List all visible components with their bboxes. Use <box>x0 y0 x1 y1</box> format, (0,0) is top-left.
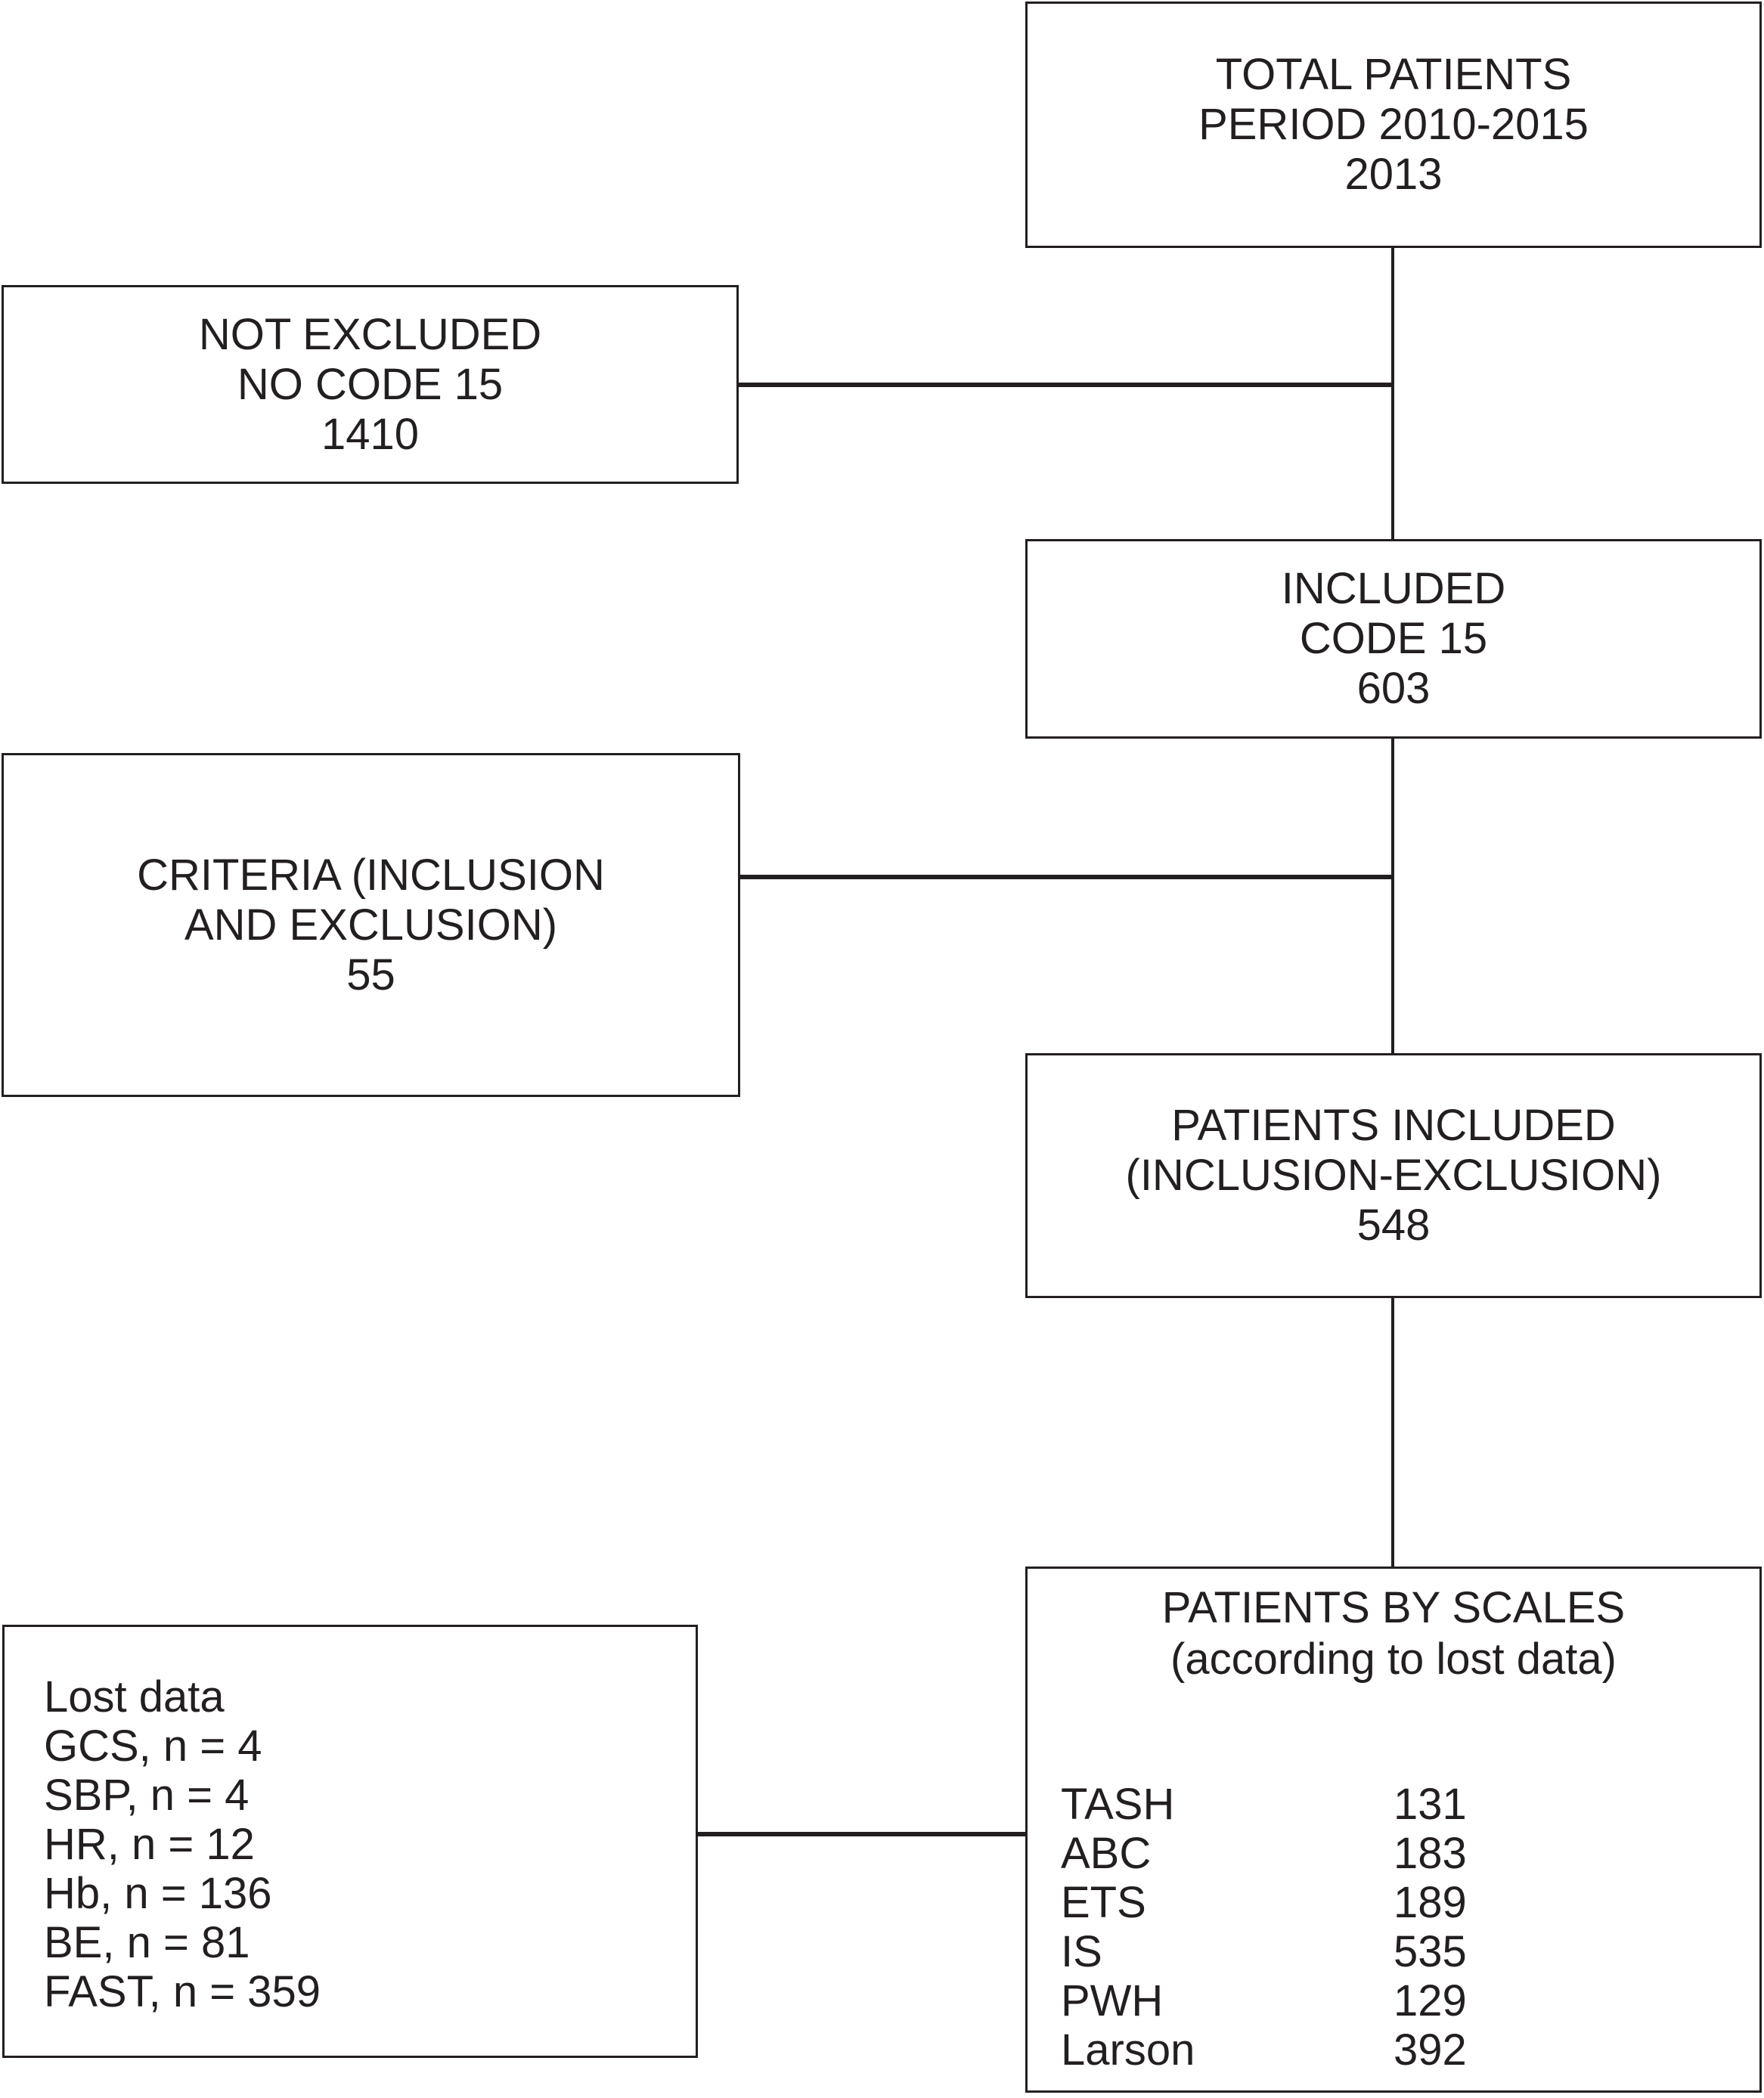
scale-row-pwh: PWH 129 <box>1061 1976 1759 2025</box>
scale-label: IS <box>1061 1927 1102 1976</box>
lost-data-item-gcs: GCS, n = 4 <box>44 1721 262 1771</box>
included-count: 603 <box>1356 664 1431 713</box>
total-patients-line-2: PERIOD 2010-2015 <box>1198 100 1589 149</box>
scale-row-tash: TASH 131 <box>1061 1780 1759 1829</box>
scale-label: ETS <box>1061 1878 1146 1927</box>
total-patients-line-1: TOTAL PATIENTS <box>1215 50 1572 99</box>
scale-label: ABC <box>1061 1829 1152 1878</box>
patients-included-line-1: PATIENTS INCLUDED <box>1171 1101 1616 1150</box>
included-line-1: INCLUDED <box>1281 564 1506 613</box>
lost-data-item-fast: FAST, n = 359 <box>44 1967 321 2016</box>
patients-by-scales-title-line-2: (according to lost data) <box>1170 1635 1617 1684</box>
box-criteria: CRITERIA (INCLUSION AND EXCLUSION) 55 <box>2 753 740 1097</box>
scale-label: Larson <box>1061 2025 1195 2075</box>
scale-label: PWH <box>1061 1976 1164 2025</box>
scale-label: TASH <box>1061 1780 1175 1829</box>
patients-by-scales-title-line-1: PATIENTS BY SCALES <box>1161 1583 1626 1632</box>
scale-row-is: IS 535 <box>1061 1927 1759 1976</box>
connector-lost-data <box>698 1832 1028 1836</box>
scale-row-abc: ABC 183 <box>1061 1829 1759 1878</box>
connector-trunk-top <box>1391 248 1394 541</box>
not-excluded-line-1: NOT EXCLUDED <box>198 309 542 359</box>
lost-data-title: Lost data <box>44 1672 225 1721</box>
patients-included-line-2: (INCLUSION-EXCLUSION) <box>1125 1151 1662 1200</box>
box-total-patients: TOTAL PATIENTS PERIOD 2010-2015 2013 <box>1025 2 1762 248</box>
patients-included-count: 548 <box>1356 1201 1431 1250</box>
scale-value: 131 <box>1394 1780 1467 1829</box>
box-included: INCLUDED CODE 15 603 <box>1025 539 1762 739</box>
lost-data-item-be: BE, n = 81 <box>44 1918 250 1967</box>
box-not-excluded: NOT EXCLUDED NO CODE 15 1410 <box>2 285 739 484</box>
box-patients-by-scales: PATIENTS BY SCALES (according to lost da… <box>1025 1567 1762 2093</box>
scale-row-larson: Larson 392 <box>1061 2025 1759 2075</box>
not-excluded-count: 1410 <box>321 409 420 459</box>
scale-value: 189 <box>1394 1878 1467 1927</box>
lost-data-item-hr: HR, n = 12 <box>44 1820 255 1869</box>
included-line-2: CODE 15 <box>1299 614 1488 663</box>
connector-not-excluded <box>739 383 1394 387</box>
patients-by-scales-title: PATIENTS BY SCALES (according to lost da… <box>1028 1569 1759 1685</box>
lost-data-item-hb: Hb, n = 136 <box>44 1869 272 1918</box>
not-excluded-line-2: NO CODE 15 <box>237 359 504 409</box>
scale-value: 392 <box>1394 2025 1467 2075</box>
box-patients-included: PATIENTS INCLUDED (INCLUSION-EXCLUSION) … <box>1025 1053 1762 1298</box>
scale-value: 129 <box>1394 1976 1467 2025</box>
total-patients-count: 2013 <box>1344 150 1443 199</box>
connector-criteria <box>740 875 1394 879</box>
box-lost-data: Lost data GCS, n = 4 SBP, n = 4 HR, n = … <box>2 1625 698 2058</box>
lost-data-item-sbp: SBP, n = 4 <box>44 1771 250 1820</box>
criteria-line-2: AND EXCLUSION) <box>184 900 558 950</box>
criteria-count: 55 <box>346 950 395 999</box>
scale-value: 535 <box>1394 1927 1467 1976</box>
connector-trunk-middle <box>1391 739 1394 1055</box>
patients-by-scales-table: TASH 131 ABC 183 ETS 189 IS 535 PWH 129 … <box>1028 1780 1759 2075</box>
scale-value: 183 <box>1394 1829 1467 1878</box>
connector-trunk-bottom <box>1391 1298 1394 1568</box>
criteria-line-1: CRITERIA (INCLUSION <box>137 850 605 900</box>
scale-row-ets: ETS 189 <box>1061 1878 1759 1927</box>
